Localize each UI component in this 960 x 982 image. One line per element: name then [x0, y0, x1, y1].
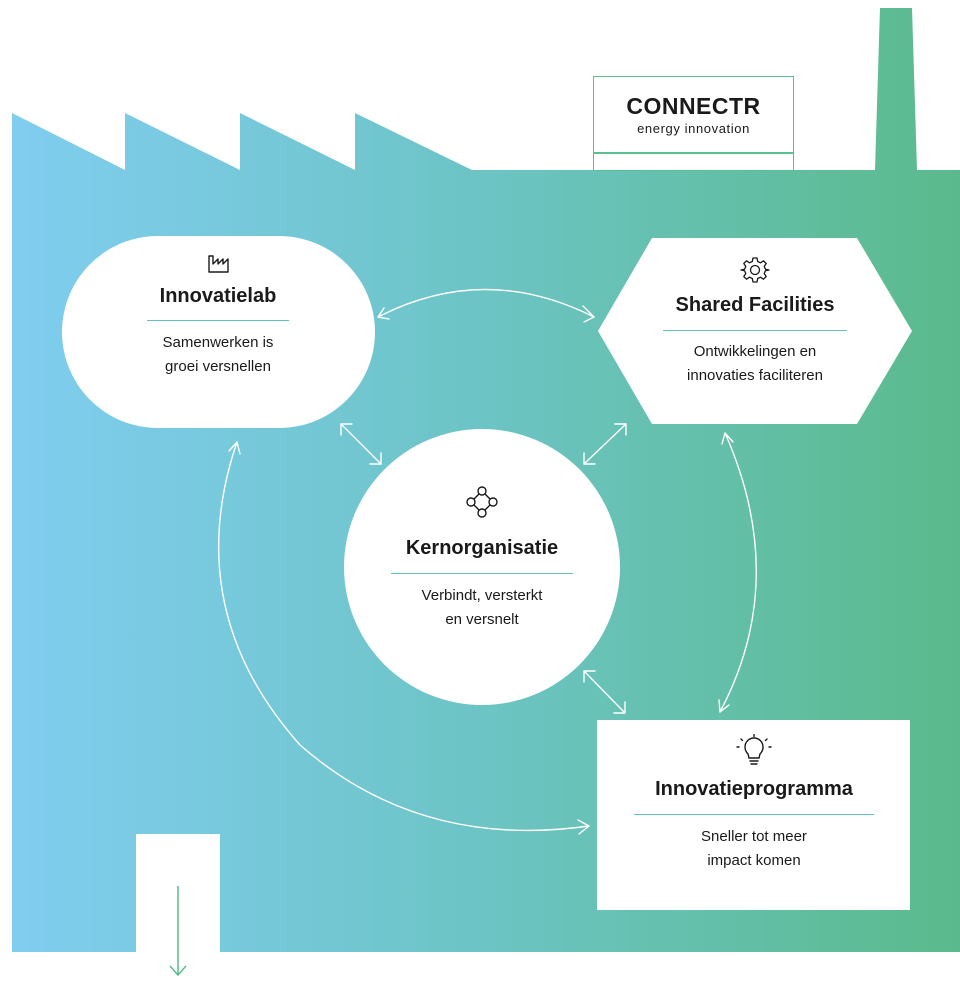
innovatieprogramma-node: Innovatieprogramma Sneller tot meer impa… [615, 734, 893, 873]
shared-facilities-shape [598, 238, 912, 424]
shared-facilities-desc-1: Ontwikkelingen en [693, 343, 817, 360]
innovatieprogramma-desc-1: Sneller tot meer [701, 828, 807, 845]
arrowhead [583, 670, 596, 683]
network-icon [466, 486, 498, 518]
link-innovatielab-kern [340, 423, 382, 465]
arrowhead [721, 432, 734, 445]
logo-divider [594, 152, 793, 154]
kernorganisatie-desc-1: Verbindt, versterkt [421, 587, 543, 604]
arrowhead [369, 452, 382, 465]
innovatieprogramma-shape [597, 720, 910, 910]
arrowhead [228, 441, 241, 455]
innovatieprogramma-title: Innovatieprogramma [655, 778, 853, 800]
innovatieprogramma-desc-2: impact komen [707, 852, 801, 869]
output-arrow [169, 886, 187, 977]
connectr-logo: CONNECTR energy innovation [593, 76, 794, 171]
gear-icon [740, 257, 770, 283]
kernorganisatie-node: Kernorganisatie Verbindt, versterkt en v… [372, 485, 592, 632]
shared-facilities-desc-2: innovaties faciliteren [687, 367, 823, 384]
arc-right-large [719, 432, 757, 713]
logo-tagline: energy innovation [637, 121, 750, 136]
arc-innovatielab-shared [377, 288, 595, 318]
arrowhead [614, 423, 627, 436]
innovatielab-rule [147, 320, 289, 321]
shared-facilities-rule [663, 330, 847, 331]
lightbulb-icon [736, 734, 772, 765]
arrowhead [340, 423, 353, 436]
innovatielab-desc-2: groei versnellen [165, 358, 271, 375]
shared-facilities-node: Shared Facilities Ontwikkelingen en inno… [635, 254, 875, 388]
link-kern-programma [583, 670, 626, 714]
shared-facilities-title: Shared Facilities [675, 294, 835, 316]
arc-left-large [217, 441, 590, 832]
innovatielab-title: Innovatielab [159, 285, 277, 307]
innovatielab-node: Innovatielab Samenwerken is groei versne… [88, 252, 348, 379]
innovatielab-shape [62, 236, 375, 428]
kernorganisatie-desc-2: en versnelt [445, 611, 519, 628]
arrowhead [583, 452, 596, 465]
link-shared-kern [583, 423, 627, 465]
arrowhead [613, 701, 626, 714]
innovatieprogramma-rule [634, 814, 874, 815]
kernorganisatie-rule [391, 573, 573, 574]
arrowhead [377, 307, 390, 320]
arrowhead [718, 699, 730, 713]
logo-brand: CONNECTR [626, 93, 761, 119]
innovatielab-desc-1: Samenwerken is [162, 334, 274, 351]
arrowhead [582, 305, 595, 323]
arrowhead [577, 819, 590, 835]
factory-icon [208, 255, 229, 273]
kernorganisatie-title: Kernorganisatie [405, 537, 559, 559]
kernorganisatie-shape [344, 429, 620, 705]
